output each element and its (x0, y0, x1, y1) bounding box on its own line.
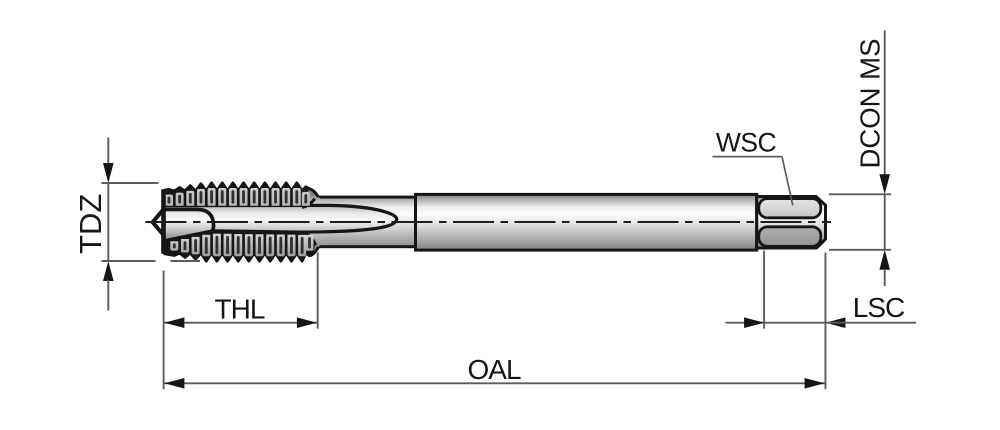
svg-text:TDZ: TDZ (73, 194, 108, 254)
svg-text:THL: THL (215, 294, 265, 325)
svg-text:DCON MS: DCON MS (854, 39, 885, 169)
svg-text:LSC: LSC (853, 292, 905, 323)
svg-text:WSC: WSC (716, 128, 777, 158)
svg-text:OAL: OAL (467, 354, 520, 385)
